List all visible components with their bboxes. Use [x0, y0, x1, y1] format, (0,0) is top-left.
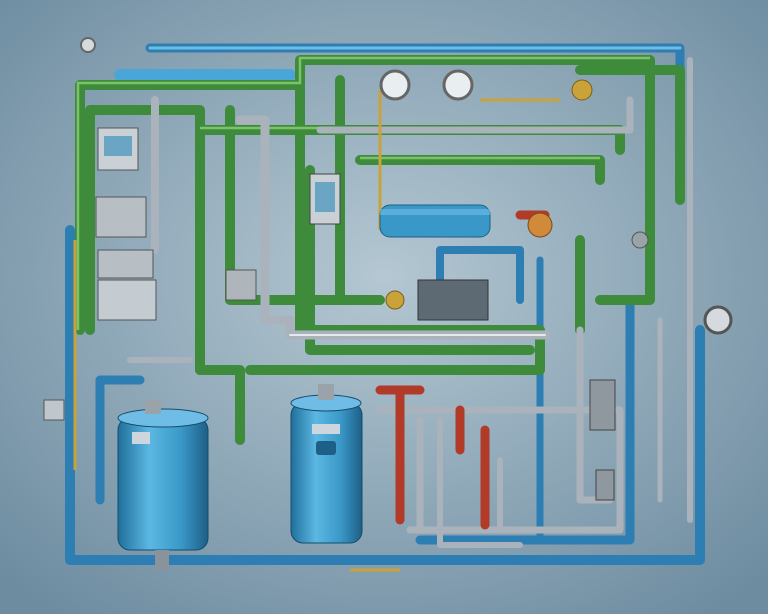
valve-icon: [631, 231, 649, 249]
pressure-gauges: [43, 37, 733, 421]
right-water-tank: [290, 384, 363, 544]
red-pipes: [375, 210, 550, 530]
left-water-tank: [117, 400, 209, 570]
gauge-icon: [379, 69, 411, 101]
valve-icon: [527, 212, 553, 238]
tank-label-plate: [132, 432, 150, 444]
gauge-icon: [442, 69, 474, 101]
tank-label-plate: [312, 424, 340, 434]
blue-pipes: [65, 43, 705, 565]
gauge-icon: [703, 305, 733, 335]
brass-pipes: [73, 90, 560, 572]
steel-pipes: [127, 57, 693, 548]
valve-icon: [43, 399, 65, 421]
valve-icon: [571, 79, 593, 101]
valve-icon: [385, 290, 405, 310]
control-boxes: [95, 127, 616, 501]
valve-icon: [80, 37, 96, 53]
horizontal-tank: [379, 204, 491, 238]
